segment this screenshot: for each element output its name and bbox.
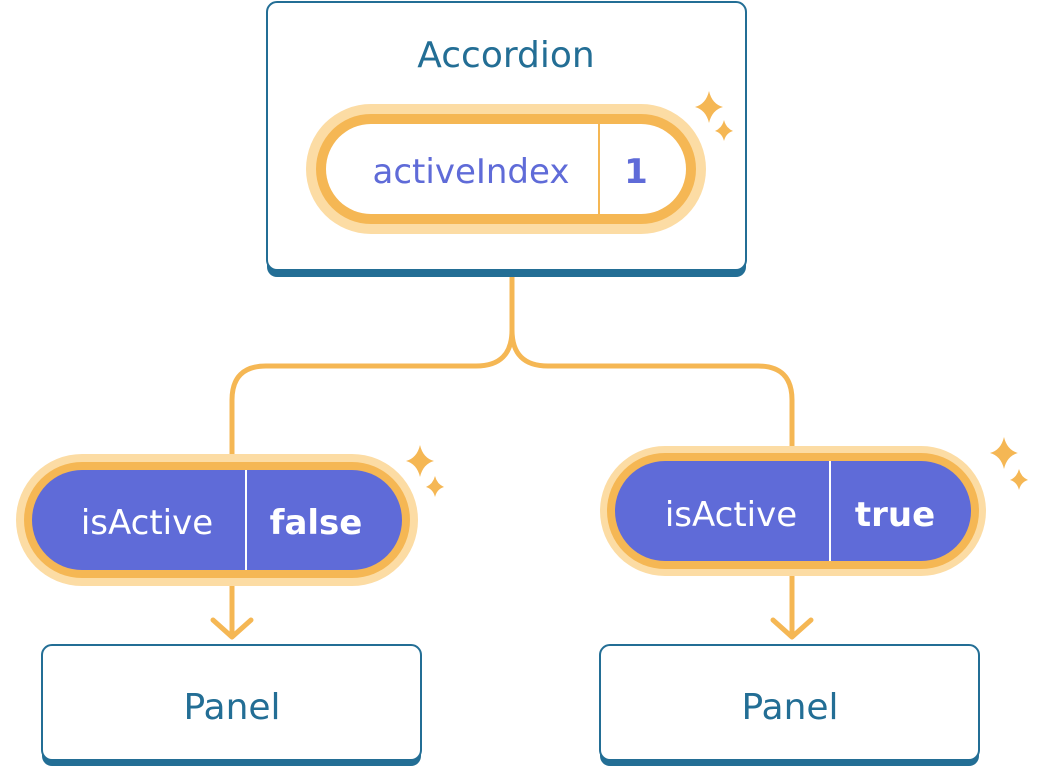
left-prop-key-label: isActive [81,503,213,543]
right-panel-component-box: Panel [599,644,980,766]
right-panel-title: Panel [741,687,838,728]
left-prop-value-label: false [270,503,363,543]
state-value-label: 1 [624,152,648,192]
connector-right-branch [509,327,795,453]
sparkle-icon [695,91,733,141]
arrow-down-icon [210,617,254,640]
left-panel-title: Panel [183,687,280,728]
active-index-state-pill: activeIndex 1 [306,104,706,234]
arrow-down-icon [770,617,814,640]
right-is-active-prop-pill: isActive true [600,446,986,576]
state-key-label: activeIndex [373,152,570,192]
left-panel-component-box: Panel [41,644,422,766]
right-prop-key-label: isActive [665,495,797,535]
sparkle-icon [406,445,444,497]
left-is-active-prop-pill: isActive false [16,454,418,586]
right-prop-value-label: true [855,495,935,535]
accordion-title: Accordion [417,35,594,76]
connector-trunk [229,273,515,463]
sparkle-icon [990,437,1028,490]
accordion-component-box: Accordion activeIndex 1 [266,1,747,277]
